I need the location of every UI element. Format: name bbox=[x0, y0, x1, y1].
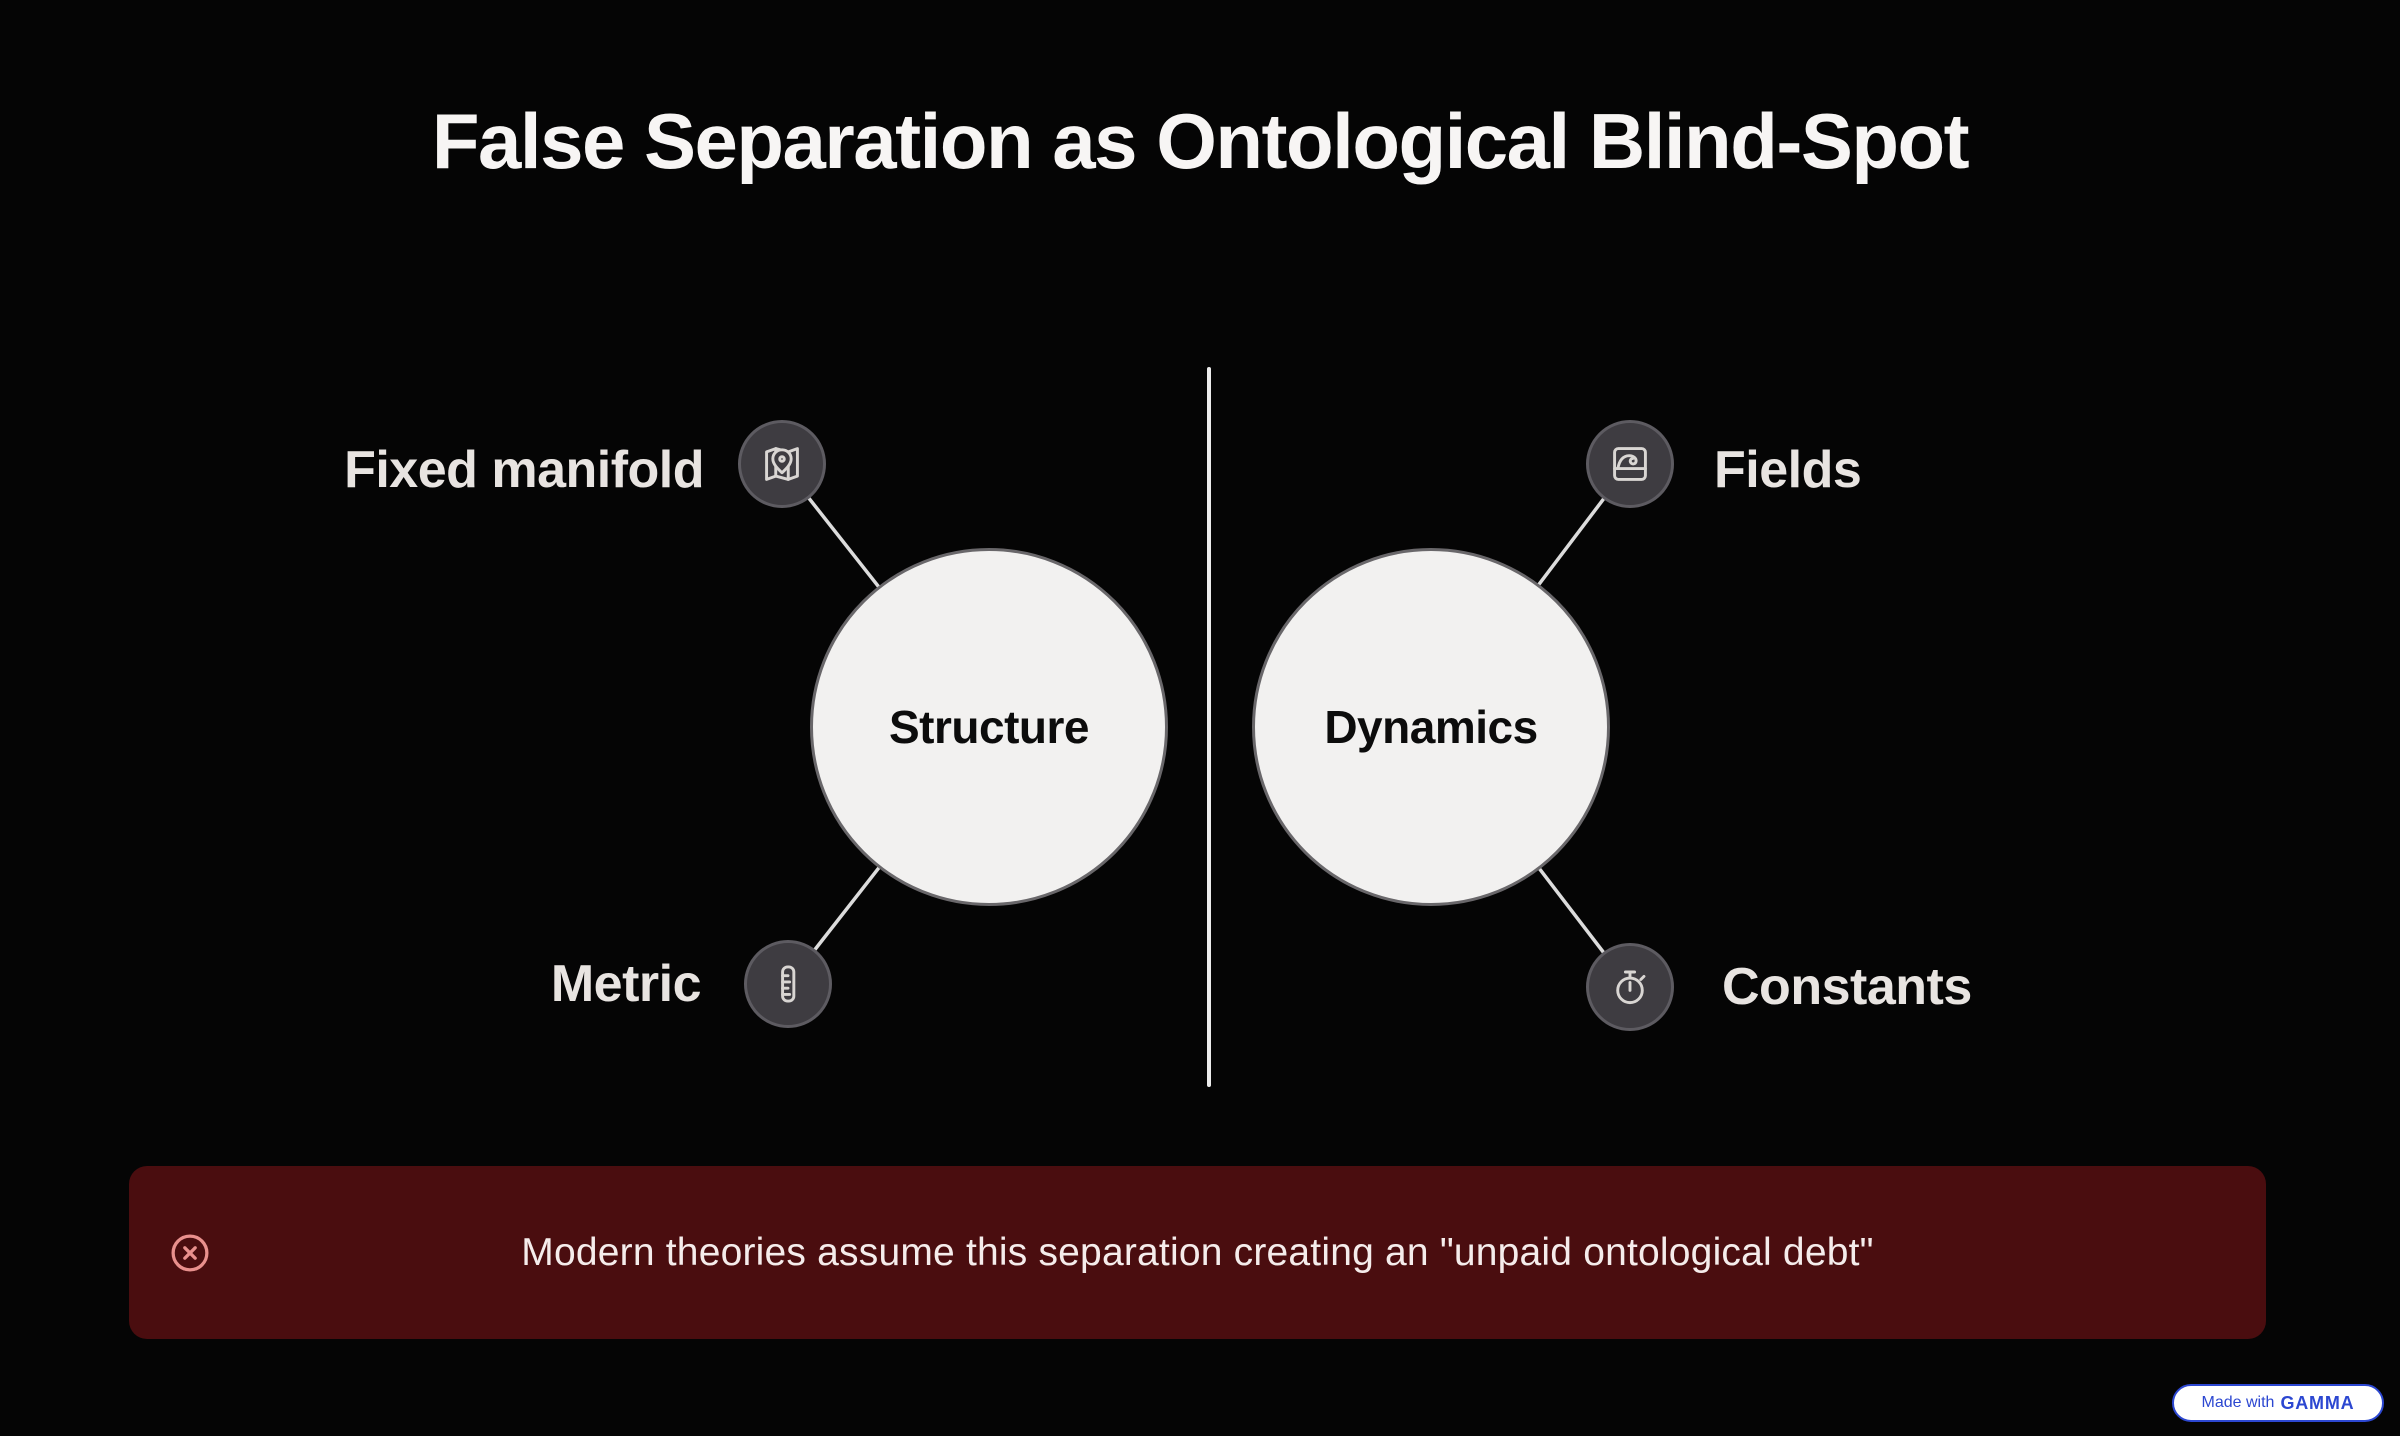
dynamics-label: Dynamics bbox=[1324, 701, 1538, 753]
constants-label: Constants bbox=[1722, 958, 1972, 1016]
structure-circle: Structure bbox=[810, 548, 1168, 906]
structure-label: Structure bbox=[889, 701, 1089, 753]
x-circle-icon bbox=[171, 1234, 209, 1271]
metric-icon-badge bbox=[744, 940, 832, 1028]
ruler-icon bbox=[781, 965, 796, 1003]
constants-icon-badge bbox=[1586, 943, 1674, 1031]
banner-text: Modern theories assume this separation c… bbox=[521, 1230, 1874, 1274]
fields-icon-badge bbox=[1586, 420, 1674, 508]
slide-title: False Separation as Ontological Blind-Sp… bbox=[431, 97, 1970, 185]
dynamics-circle: Dynamics bbox=[1252, 548, 1610, 906]
fields-label: Fields bbox=[1714, 441, 1862, 499]
metric-label: Metric bbox=[550, 955, 702, 1013]
fixed-manifold-icon-badge bbox=[738, 420, 826, 508]
map-pin-icon bbox=[765, 447, 799, 481]
made-with-gamma-badge[interactable]: Made with GAMMA bbox=[2172, 1384, 2384, 1422]
gamma-logo: GAMMA bbox=[2280, 1392, 2355, 1413]
fixed-manifold-label: Fixed manifold bbox=[344, 441, 704, 499]
vertical-divider bbox=[1207, 367, 1211, 1087]
badge-prefix-text: Made with bbox=[2201, 1394, 2275, 1411]
warning-banner: Modern theories assume this separation c… bbox=[129, 1166, 2266, 1339]
stopwatch-icon bbox=[1616, 970, 1646, 1005]
wave-icon bbox=[1613, 447, 1647, 481]
